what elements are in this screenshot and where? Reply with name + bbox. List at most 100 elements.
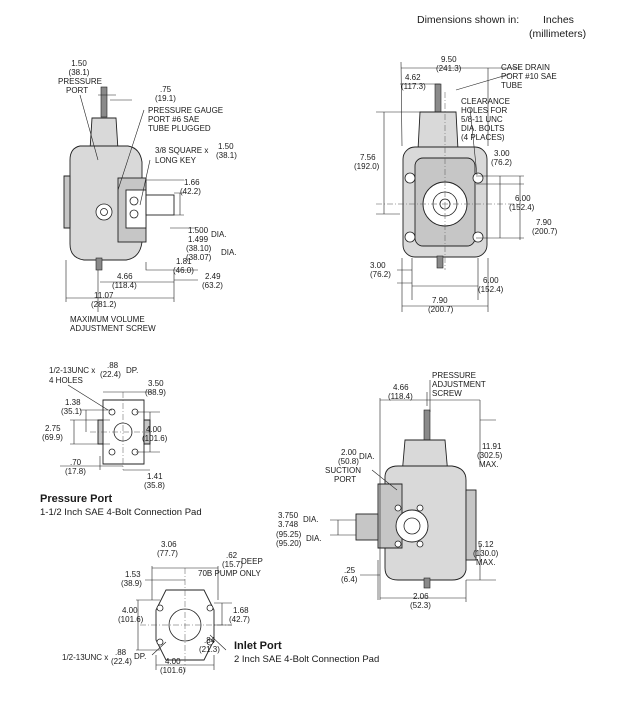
front-d2-mm: (117.3) <box>401 82 426 91</box>
pp-d3-mm: (69.9) <box>42 433 63 442</box>
ip-deep: DEEP <box>241 557 263 566</box>
side-gauge-3: TUBE PLUGGED <box>148 124 211 133</box>
rv-adj-2: ADJUSTMENT <box>432 380 486 389</box>
right-view-pump <box>330 380 496 602</box>
front-clearance-4: DIA. BOLTS <box>461 124 505 133</box>
pp-depth: .88 <box>107 361 119 370</box>
side-d4-mm: (46.0) <box>173 266 194 275</box>
rv-s1-mm: (95.25) <box>276 530 302 539</box>
pp-d4-mm: (101.6) <box>142 434 168 443</box>
pp-d2-mm: (35.1) <box>61 407 82 416</box>
front-d3-mm: (192.0) <box>354 162 380 171</box>
pp-d4: 4.00 <box>146 425 162 434</box>
front-d7-mm: (76.2) <box>370 270 391 279</box>
units-primary: Inches <box>543 14 574 26</box>
front-d2: 4.62 <box>405 73 421 82</box>
rv-d3-mm: (302.5) <box>477 451 503 460</box>
side-d1: 1.50 <box>71 59 87 68</box>
side-note-1: MAXIMUM VOLUME <box>70 315 145 324</box>
ip-d1: 3.06 <box>161 540 177 549</box>
rv-d3: 11.91 <box>482 442 502 451</box>
rv-d2-mm: (50.8) <box>338 457 359 466</box>
front-d5-mm: (152.4) <box>509 203 535 212</box>
rv-d6-mm: (52.3) <box>410 601 431 610</box>
front-d9: 7.90 <box>432 296 448 305</box>
front-view-pump <box>376 61 524 312</box>
rv-d4: 5.12 <box>478 540 494 549</box>
ip-d3: 1.53 <box>125 570 141 579</box>
rv-d5-mm: (6.4) <box>341 575 358 584</box>
side-dia-label-2: DIA. <box>221 248 237 257</box>
front-clearance-3: 5/8-11 UNC <box>461 115 503 124</box>
side-dia-1-mm: (38.10) <box>186 244 212 253</box>
side-dia-2: 1.499 <box>188 235 209 244</box>
side-d6: 2.49 <box>205 272 221 281</box>
side-d5: 4.66 <box>117 272 133 281</box>
ip-dp: DP. <box>134 652 147 661</box>
side-d5-mm: (118.4) <box>112 281 137 290</box>
ip-d4: 4.00 <box>122 606 138 615</box>
side-d2-mm: (19.1) <box>155 94 176 103</box>
rv-suction-2: PORT <box>334 475 357 484</box>
side-d7-mm: (281.2) <box>91 300 117 309</box>
pp-d5: .70 <box>70 458 82 467</box>
front-d3: 7.56 <box>360 153 376 162</box>
side-d3-mm: (42.2) <box>180 187 201 196</box>
side-dia-label: DIA. <box>211 230 227 239</box>
front-d6: 7.90 <box>536 218 552 227</box>
ip-d4-mm: (101.6) <box>118 615 144 624</box>
rv-s-dia: DIA. <box>303 515 319 524</box>
rv-s2: 3.748 <box>278 520 299 529</box>
pp-holes: 4 HOLES <box>49 376 83 385</box>
pressure-port-title: Pressure Port <box>40 493 113 505</box>
side-key-dim: 1.50 <box>218 142 234 151</box>
front-clearance-2: HOLES FOR <box>461 106 508 115</box>
ip-thread: 1/2-13UNC x <box>62 653 109 662</box>
pp-d6-mm: (35.8) <box>144 481 165 490</box>
pp-d2: 1.38 <box>65 398 81 407</box>
side-gauge-1: PRESSURE GAUGE <box>148 106 224 115</box>
rv-s2-mm: (95.20) <box>276 539 302 548</box>
front-d4-mm: (76.2) <box>491 158 512 167</box>
side-note-2: ADJUSTMENT SCREW <box>70 324 156 333</box>
rv-s1: 3.750 <box>278 511 299 520</box>
inlet-port-title: Inlet Port <box>234 640 282 652</box>
side-d4: 1.81 <box>176 257 192 266</box>
rv-d4-mm: (130.0) <box>473 549 499 558</box>
side-d7: 11.07 <box>94 291 114 300</box>
pressure-port-pad <box>60 384 160 471</box>
front-d1: 9.50 <box>441 55 457 64</box>
rv-adj-1: PRESSURE <box>432 371 477 380</box>
rv-suction-1: SUCTION <box>325 466 361 475</box>
ip-depth: .88 <box>115 648 127 657</box>
side-d2: .75 <box>160 85 172 94</box>
front-d5: 6.00 <box>515 194 531 203</box>
front-drain-2: PORT #10 SAE <box>501 72 557 81</box>
side-dia-2-mm: (38.07) <box>186 253 212 262</box>
side-dia-1: 1.500 <box>188 226 209 235</box>
pp-d3: 2.75 <box>45 424 61 433</box>
ip-d2: .62 <box>226 551 238 560</box>
side-view-pump <box>63 86 198 312</box>
ip-d6-mm: (21.3) <box>199 645 220 654</box>
pp-thread: 1/2-13UNC x <box>49 366 96 375</box>
rv-d2: 2.00 <box>341 448 357 457</box>
rv-d5: .25 <box>344 566 356 575</box>
ip-d2-mm: (15.7) <box>222 560 243 569</box>
pp-dp: DP. <box>126 366 139 375</box>
pp-d1: 3.50 <box>148 379 164 388</box>
ip-d6: .84 <box>204 636 216 645</box>
rv-adj-3: SCREW <box>432 389 462 398</box>
front-d8: 6.00 <box>483 276 499 285</box>
ip-note: 70B PUMP ONLY <box>198 569 261 578</box>
ip-d7: 4.00 <box>165 657 181 666</box>
units-header-label: Dimensions shown in: <box>417 14 520 26</box>
pp-d1-mm: (88.9) <box>145 388 166 397</box>
pp-depth-mm: (22.4) <box>100 370 121 379</box>
front-d6-mm: (200.7) <box>532 227 558 236</box>
side-d3: 1.66 <box>184 178 200 187</box>
front-d1-mm: (241.3) <box>436 64 462 73</box>
front-d9-mm: (200.7) <box>428 305 454 314</box>
ip-d5: 1.68 <box>233 606 249 615</box>
